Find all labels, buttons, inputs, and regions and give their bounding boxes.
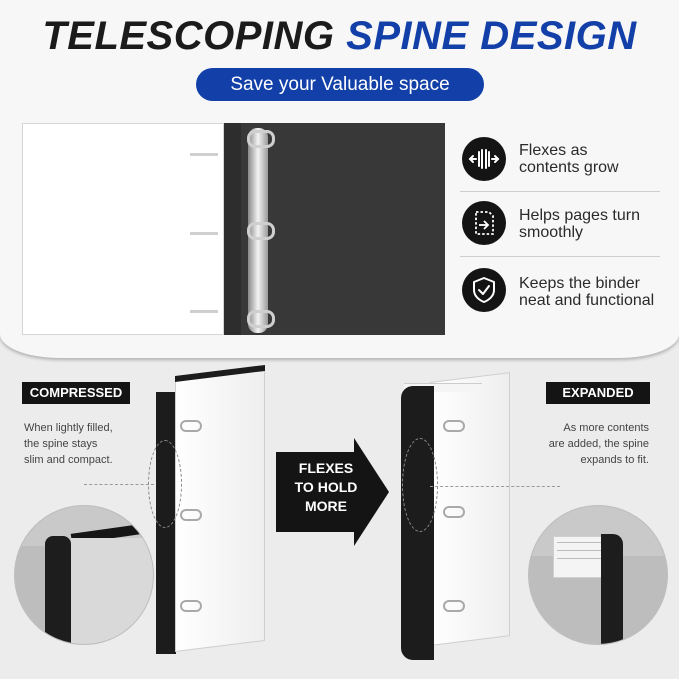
arrow-line: FLEXES [298,460,354,476]
cover-slot [190,153,218,156]
expanded-description: As more contents are added, the spine ex… [520,420,649,468]
ring-mechanism [248,128,268,333]
page-stack [404,383,482,392]
headline-part2: SPINE DESIGN [346,14,637,58]
shield-check-icon [462,268,506,312]
feature-divider [460,191,660,192]
description-line: the spine stays [24,438,98,450]
arrow-line: MORE [305,498,347,514]
feature-text-2: Helps pages turn smoothly [519,207,679,241]
binder-ring [443,506,465,518]
binder-ring [443,420,465,432]
binder-ring [247,130,275,148]
arrow-graphic [276,438,391,546]
headline-part1: TELESCOPING [42,14,335,58]
binder-ring [247,222,275,240]
leader-line [430,486,560,487]
feature-line: Helps pages turn [519,207,640,224]
feature-divider [460,256,660,257]
feature-line: Flexes as [519,142,588,159]
binder-ring [180,420,202,432]
arrow-label: FLEXES TO HOLD MORE [278,459,374,516]
subtitle-pill: Save your Valuable space [196,68,484,101]
description-line: When lightly filled, [24,422,113,434]
binder-front-cover [22,123,224,335]
headline: TELESCOPING SPINE DESIGN [0,14,679,59]
page-turn-icon [462,201,506,245]
description-line: are added, the spine [548,438,649,450]
binder-ring [247,310,275,328]
binder-ring [180,600,202,612]
binder-spine [224,123,241,335]
feature-text-3: Keeps the binder neat and functional [519,275,679,309]
description-line: As more contents [563,422,649,434]
spine-highlight [148,440,182,528]
cover-slot [190,310,218,313]
compressed-description: When lightly filled, the spine stays sli… [24,420,113,468]
flex-arrows-icon [462,137,506,181]
description-line: slim and compact. [24,454,113,466]
binder-back-board [241,123,445,335]
cover-slot [190,232,218,235]
compressed-spine-closeup [14,505,154,645]
binder-ring [180,509,202,521]
expanded-tag: EXPANDED [546,382,650,404]
wide-binder-cover [430,372,510,646]
feature-line: Keeps the binder [519,275,640,292]
description-line: expands to fit. [580,454,650,466]
leader-line [84,484,154,485]
feature-line: contents grow [519,159,619,176]
feature-line: smoothly [519,224,584,241]
spine-highlight [402,438,438,532]
expanded-spine-closeup [528,505,668,645]
arrow-line: TO HOLD [294,479,358,495]
feature-line: neat and functional [519,292,655,309]
feature-text-1: Flexes as contents grow [519,142,679,176]
compressed-tag: COMPRESSED [22,382,130,404]
binder-ring [443,600,465,612]
